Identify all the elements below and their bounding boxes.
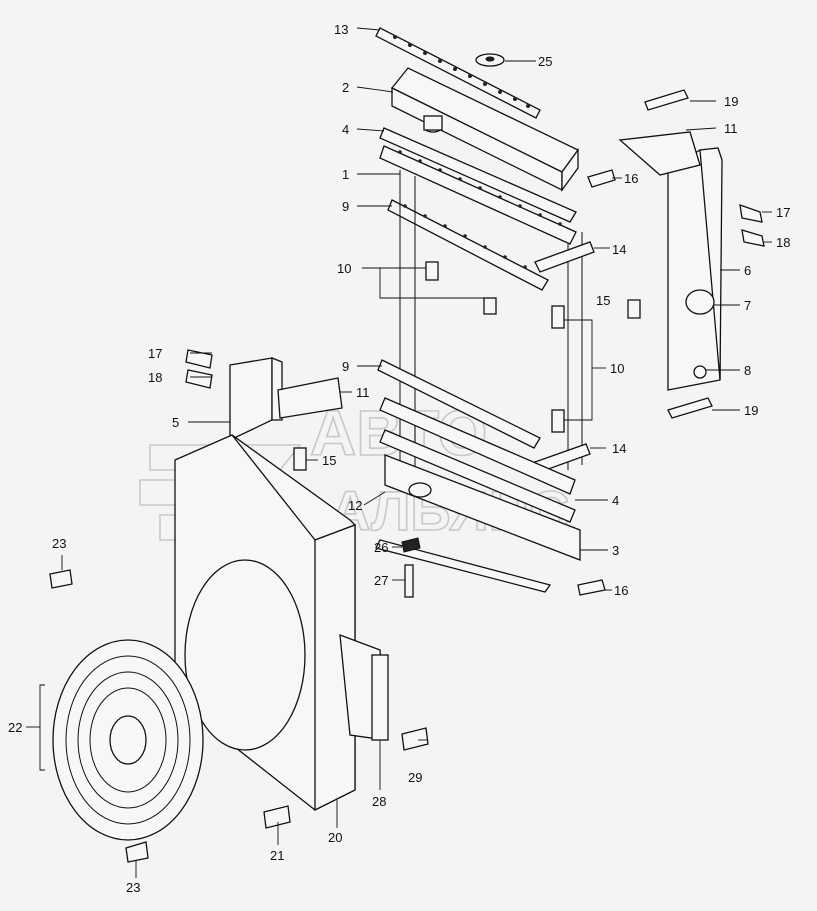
part-20-fan-shroud: [174, 434, 357, 812]
callout-12: 12: [348, 498, 362, 513]
callout-21: 21: [270, 848, 284, 863]
part-19-pad-lower: [667, 397, 713, 419]
callout-4: 4: [612, 493, 619, 508]
callout-22: 22: [8, 720, 22, 735]
callout-8: 8: [744, 363, 751, 378]
callout-26: 26: [374, 540, 388, 555]
callout-25: 25: [538, 54, 552, 69]
part-8-plug: [693, 365, 707, 379]
callout-17: 17: [148, 346, 162, 361]
part-28-side-deflector: [339, 634, 389, 741]
part-27-drain-hose: [404, 564, 414, 598]
callout-10: 10: [337, 261, 351, 276]
part-2-top-tank: [390, 67, 579, 192]
callout-3: 3: [612, 543, 619, 558]
part-12-outlet: [408, 482, 432, 498]
part-23-bolt-lower: [125, 841, 149, 863]
callout-23: 23: [126, 880, 140, 895]
callout-13: 13: [334, 22, 348, 37]
part-4-gasket-lower: [379, 397, 576, 523]
callout-14: 14: [612, 242, 626, 257]
callout-29: 29: [408, 770, 422, 785]
callout-4: 4: [342, 122, 349, 137]
strip-13-holes: [393, 35, 530, 108]
part-16-bracket-lower: [577, 579, 606, 596]
leader-lines: [26, 27, 772, 878]
callout-18: 18: [148, 370, 162, 385]
callout-27: 27: [374, 573, 388, 588]
part-3-bottom-tank: [375, 454, 581, 593]
part-14-strip-upper: [534, 241, 595, 273]
callout-2: 2: [342, 80, 349, 95]
callout-17: 17: [776, 205, 790, 220]
part-13-top-strip: [375, 27, 541, 119]
callout-28: 28: [372, 794, 386, 809]
callout-23: 23: [52, 536, 66, 551]
callout-19: 19: [724, 94, 738, 109]
callout-19: 19: [744, 403, 758, 418]
callout-5: 5: [172, 415, 179, 430]
callout-16: 16: [614, 583, 628, 598]
callout-1: 1: [342, 167, 349, 182]
callout-16: 16: [624, 171, 638, 186]
part-6-right-bracket: [618, 131, 723, 391]
part-21-bolt: [263, 805, 291, 829]
part-10-bolts-upper: [425, 261, 565, 433]
part-29-bolt: [401, 727, 429, 751]
part-23-bolt-upper: [49, 569, 73, 589]
callout-11: 11: [724, 121, 738, 136]
callout-15: 15: [322, 453, 336, 468]
callout-14: 14: [612, 441, 626, 456]
callout-10: 10: [610, 361, 624, 376]
callout-15: 15: [596, 293, 610, 308]
callout-labels: 13 25 2 4 1 9 10 16 14 19 11 17 18 6 15 …: [8, 22, 790, 895]
part-4-gasket-upper: [379, 127, 577, 223]
part-16-bracket-upper: [587, 169, 616, 188]
part-19-pad-upper: [644, 89, 689, 111]
callout-7: 7: [744, 298, 751, 313]
part-7-grommet: [685, 289, 715, 315]
callout-11: 11: [356, 385, 370, 400]
part-22-fan-guard: [52, 639, 204, 841]
part-25-cap: [475, 53, 505, 113]
part-1-core-plate: [379, 145, 577, 245]
callout-9: 9: [342, 359, 349, 374]
part-17-18-bolts-right: [627, 204, 765, 319]
callout-6: 6: [744, 263, 751, 278]
part-9-upper-plate: [387, 199, 549, 291]
part-9-lower-plate: [377, 359, 541, 449]
callout-20: 20: [328, 830, 342, 845]
callout-9: 9: [342, 199, 349, 214]
part-5-left-bracket: [229, 357, 343, 442]
callout-18: 18: [776, 235, 790, 250]
part-26-drain-valve: [401, 537, 421, 553]
